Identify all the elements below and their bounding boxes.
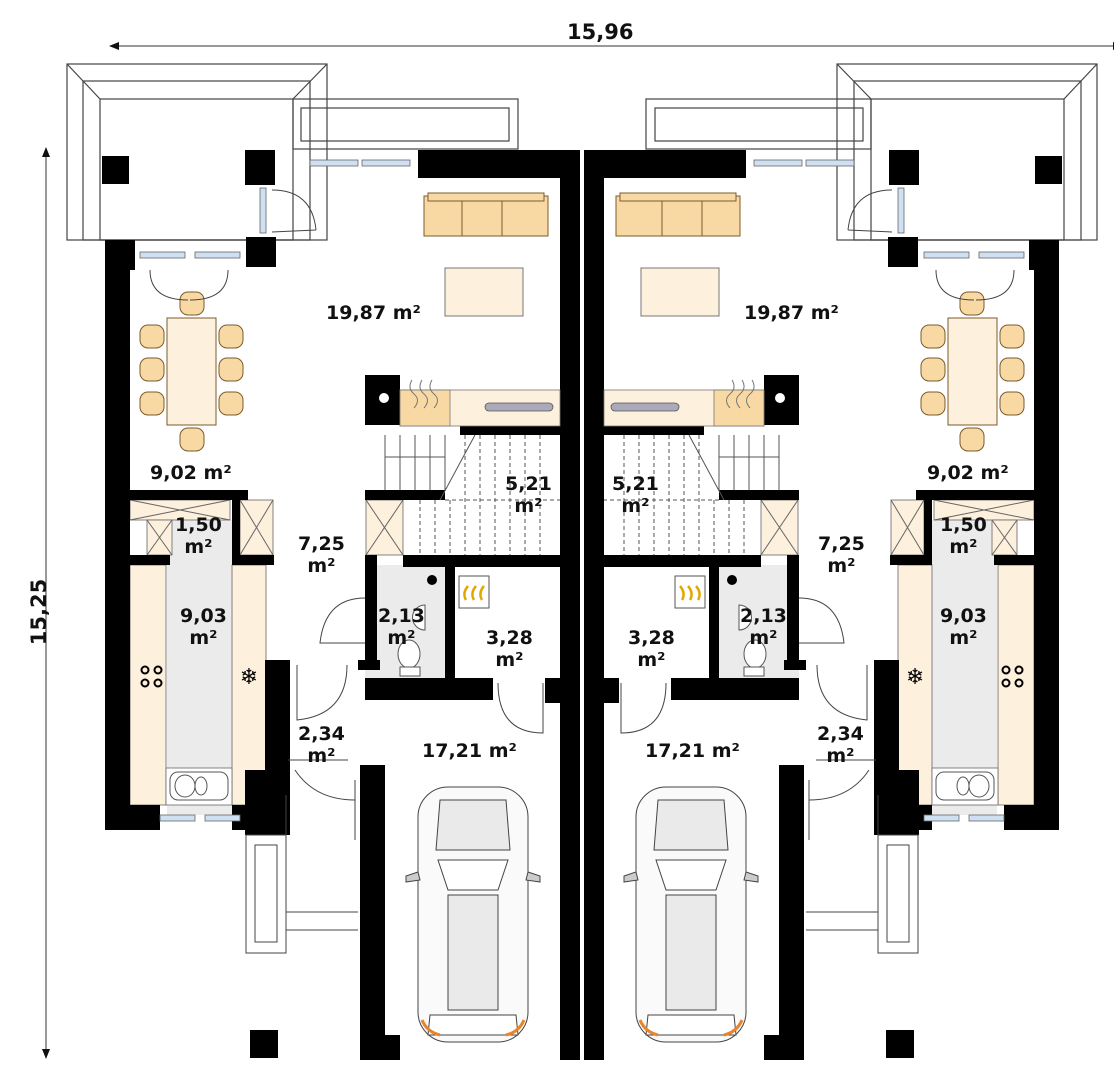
room-area-living-left: 19,87 m² <box>326 302 421 324</box>
height-dimension-label: 15,25 <box>27 578 52 646</box>
width-dimension-label: 15,96 <box>567 20 634 44</box>
room-area-living-right: 19,87 m² <box>744 302 839 324</box>
room-area-dining-left: 9,02 m² <box>150 462 232 484</box>
room-area-garage-right: 17,21 m² <box>645 740 740 762</box>
room-area-dining-right: 9,02 m² <box>927 462 1009 484</box>
room-area-garage-left: 17,21 m² <box>422 740 517 762</box>
